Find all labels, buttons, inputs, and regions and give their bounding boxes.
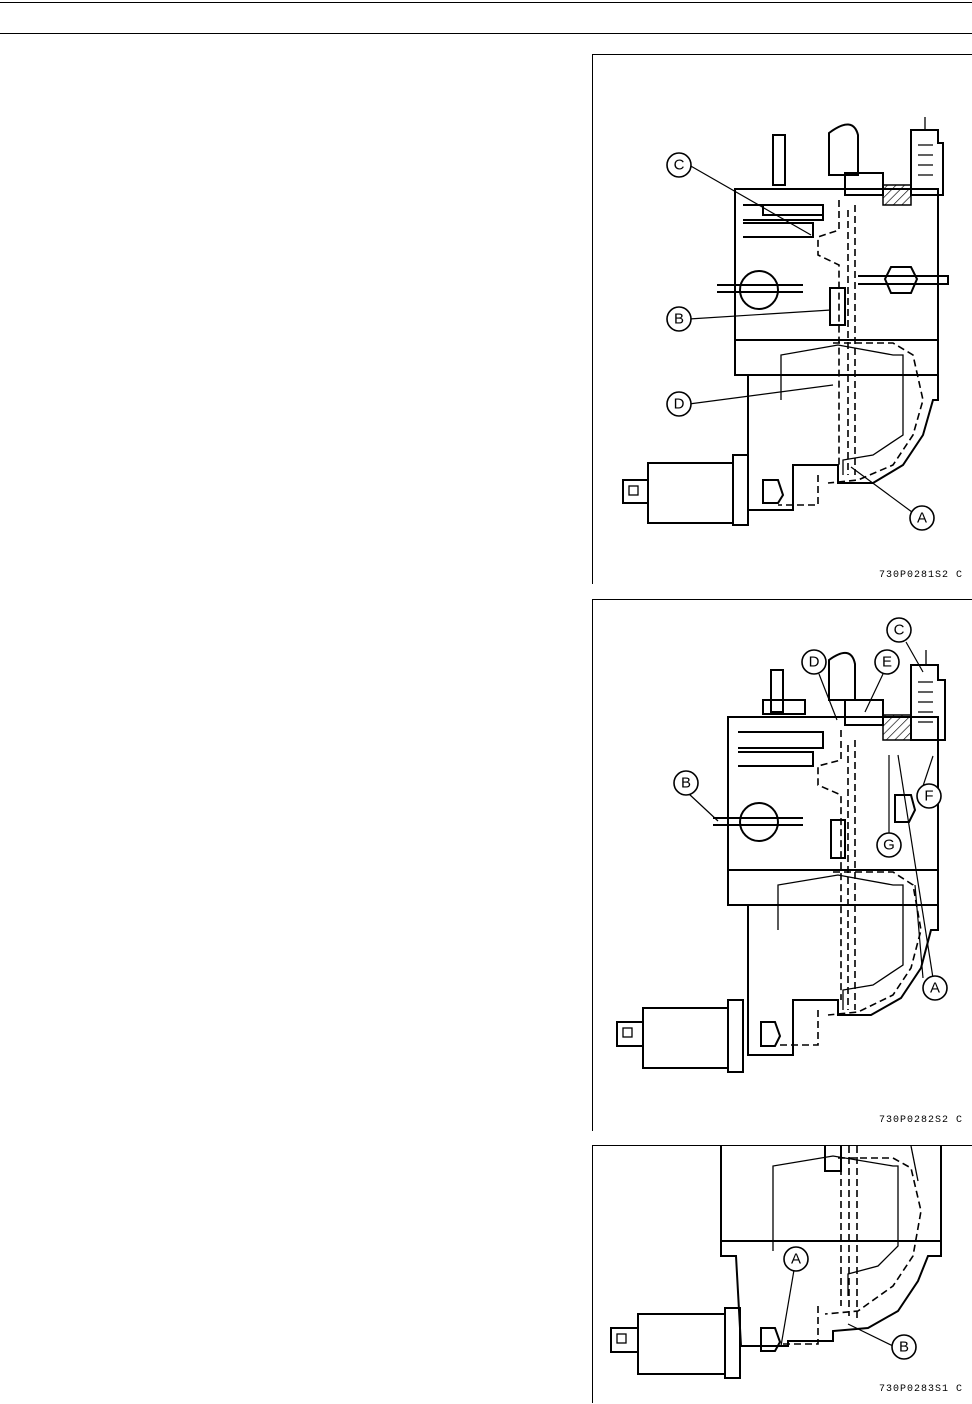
figure-3: A B 730P0283S1 C [592, 1145, 972, 1403]
header-rule-bottom [0, 33, 972, 34]
carburetor-body-lower [610, 1146, 942, 1379]
callout-D: D [674, 396, 685, 413]
callout-A: A [930, 980, 940, 997]
figure-2: D E C B F G A 730P0282S2 C [592, 599, 972, 1131]
figure-2-drawing: D E C B F G A [616, 617, 948, 1073]
callouts: C B D A [666, 152, 935, 531]
callout-A: A [917, 510, 927, 527]
callout-C: C [894, 622, 905, 639]
callouts: D E C B F G A [673, 617, 948, 1001]
callout-E: E [882, 654, 892, 671]
callout-D: D [809, 654, 820, 671]
figure-1: C B D A 730P0281S2 C [592, 54, 972, 584]
carburetor-body [622, 117, 949, 526]
header-rule-top [0, 2, 972, 3]
callouts: A B [780, 1246, 917, 1360]
callout-C: C [674, 157, 685, 174]
callout-B: B [674, 311, 684, 328]
figure-3-drawing: A B [610, 1146, 942, 1379]
callout-B: B [681, 775, 691, 792]
figure-1-drawing: C B D A [622, 117, 949, 531]
figure-2-caption: 730P0282S2 C [879, 1115, 964, 1126]
callout-G: G [883, 837, 895, 854]
callout-F: F [924, 788, 933, 805]
figure-1-caption: 730P0281S2 C [879, 570, 964, 581]
callout-A: A [791, 1251, 801, 1268]
carburetor-body [616, 650, 946, 1073]
figure-3-caption: 730P0283S1 C [879, 1384, 964, 1395]
callout-B: B [899, 1339, 909, 1356]
